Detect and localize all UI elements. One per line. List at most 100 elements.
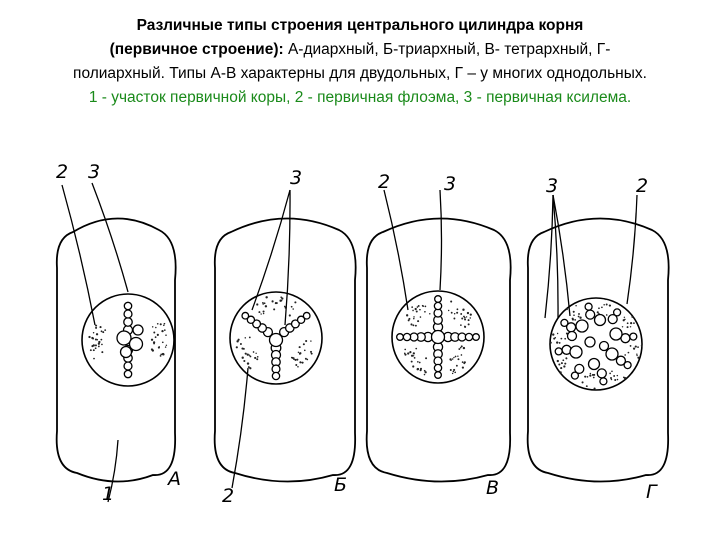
xylem-vessel	[472, 333, 480, 341]
cell-panel-А	[55, 217, 177, 483]
phloem-dot	[252, 351, 255, 353]
part-number-label: 3	[444, 173, 456, 195]
phloem-dot	[416, 306, 419, 308]
phloem-dot	[294, 358, 297, 361]
caption: Различные типы строения центрального цил…	[14, 14, 706, 110]
phloem-dot	[640, 344, 643, 347]
phloem-dot	[552, 333, 555, 336]
phloem-dot	[280, 296, 282, 298]
phloem-dot	[243, 359, 246, 363]
phloem-dot	[271, 300, 274, 303]
phloem-dot	[429, 313, 431, 315]
legend-line: 1 - участок первичной коры, 2 - первична…	[88, 89, 632, 106]
part-number-label: 2	[378, 171, 390, 193]
phloem-dot	[598, 307, 600, 310]
phloem-dot	[309, 350, 313, 353]
leader-line	[439, 189, 443, 291]
phloem-dot	[414, 307, 417, 311]
phloem-dot	[413, 316, 415, 318]
phloem-dot	[637, 346, 639, 348]
phloem-dot	[290, 305, 293, 308]
phloem-dot	[156, 322, 159, 325]
phloem-dot	[589, 372, 592, 375]
xylem-vessel	[246, 315, 256, 325]
phloem-dot	[447, 309, 450, 312]
phloem-dot	[636, 353, 638, 355]
phloem-dot	[449, 368, 452, 371]
xylem-vessel	[116, 330, 132, 346]
phloem-dot	[275, 302, 278, 304]
phloem-dot	[616, 378, 619, 381]
phloem-dot	[256, 303, 259, 306]
phloem-dot	[560, 337, 563, 340]
phloem-dot	[609, 304, 611, 307]
phloem-dot	[609, 372, 612, 375]
phloem-dot	[637, 356, 640, 359]
phloem-dot	[281, 297, 284, 300]
stele-ring	[549, 297, 643, 391]
phloem-dot	[255, 352, 257, 355]
phloem-dot	[256, 356, 259, 358]
phloem-dot	[549, 341, 552, 344]
phloem-dot	[299, 361, 302, 364]
phloem-dot	[248, 336, 251, 339]
xylem-vessel	[433, 363, 443, 373]
phloem-dot	[100, 338, 103, 341]
phloem-dot	[460, 324, 462, 326]
xylem-vessel	[569, 345, 583, 359]
phloem-dot	[163, 329, 166, 331]
phloem-dot	[412, 324, 415, 327]
phloem-dot	[466, 311, 470, 315]
phloem-dot	[604, 298, 606, 301]
phloem-dot	[614, 378, 617, 382]
leader-line	[552, 194, 559, 319]
xylem-vessel	[605, 347, 619, 361]
phloem-dot	[586, 376, 589, 378]
xylem-vessel	[123, 369, 133, 379]
phloem-dot	[578, 313, 580, 315]
phloem-dot	[610, 377, 612, 379]
phloem-dot	[469, 317, 471, 319]
xylem-vessel	[565, 322, 577, 333]
phloem-dot	[613, 375, 616, 377]
phloem-dot	[584, 375, 587, 378]
phloem-dot	[88, 335, 91, 339]
part-number-label: 3	[546, 175, 558, 197]
phloem-dot	[412, 365, 415, 368]
phloem-dot	[407, 319, 410, 322]
phloem-dot	[239, 343, 242, 346]
phloem-dot	[616, 374, 619, 377]
phloem-dot	[95, 326, 98, 329]
cell-panel-Г	[526, 217, 670, 483]
xylem-vessel	[132, 324, 144, 336]
phloem-dot	[256, 358, 259, 361]
xylem-vessel	[570, 371, 580, 380]
phloem-dot	[164, 346, 167, 348]
phloem-dot	[413, 317, 415, 320]
phloem-dot	[460, 345, 463, 348]
xylem-vessel	[607, 313, 618, 325]
phloem-dot	[306, 358, 309, 361]
phloem-dot	[626, 322, 629, 325]
phloem-dot	[412, 309, 414, 312]
xylem-vessel	[623, 360, 632, 370]
phloem-dot	[410, 354, 414, 357]
phloem-dot	[565, 307, 568, 311]
phloem-dot	[258, 311, 261, 314]
phloem-dot	[418, 361, 421, 364]
phloem-dot	[94, 344, 97, 347]
phloem-dot	[295, 364, 298, 366]
phloem-dot	[610, 378, 613, 381]
phloem-dot	[97, 345, 100, 348]
xylem-vessel	[252, 319, 262, 329]
phloem-dot	[556, 332, 559, 335]
phloem-dot	[450, 359, 452, 362]
panel-letter: А	[166, 468, 181, 490]
phloem-dot	[574, 318, 577, 321]
cell-wall	[55, 217, 177, 483]
xylem-vessel	[612, 308, 622, 317]
cell-wall	[213, 217, 357, 483]
phloem-dot	[301, 361, 304, 364]
xylem-vessel	[402, 332, 412, 342]
